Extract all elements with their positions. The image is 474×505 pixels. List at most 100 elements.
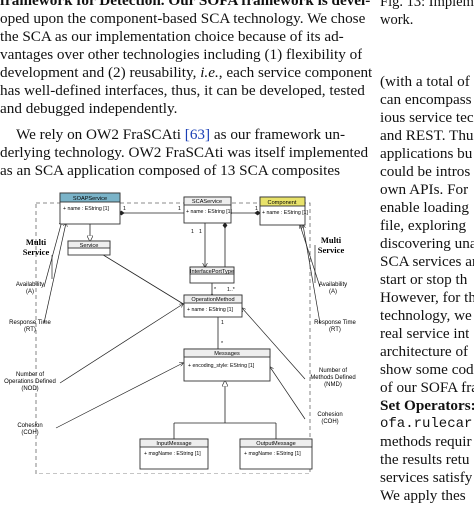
- text-line-8: We rely on OW2 FraSCAti [63] as our fram…: [16, 126, 346, 143]
- text-line-4: vantages over other technologies includi…: [0, 46, 363, 63]
- operationmethod-attr: + name : EString [1]: [187, 307, 234, 313]
- diagram-frame: [35, 202, 311, 474]
- response-time-left-1: Response Time: [9, 320, 51, 326]
- cohesion-right-1: Cohesion: [317, 412, 342, 418]
- text-line-2: oped upon the component-based SCA techno…: [0, 10, 366, 27]
- left-metric-arrows: [43, 221, 183, 429]
- cohesion-right-2: (COH): [321, 419, 338, 425]
- right-line-11: SCA services an: [380, 253, 474, 270]
- right-line-20: ofa.rulecar: [380, 416, 473, 432]
- text-line-6: has well-defined interfaces, thus, it ca…: [0, 82, 365, 99]
- right-line-2: can encompass: [380, 91, 472, 108]
- mult-3: 1: [255, 206, 258, 212]
- availability-left-1: Availability: [16, 282, 44, 288]
- mult-9: 1: [191, 229, 194, 235]
- right-line-21: methods requir: [380, 433, 472, 450]
- text-line-10: as an SCA application composed of 13 SCA…: [0, 162, 341, 179]
- availability-right-1: Availability: [319, 282, 347, 288]
- messages-name: Messages: [214, 351, 240, 357]
- text-line-5: development and (2) reusability, i.e., e…: [0, 64, 373, 81]
- multi-service-left-2: Service: [23, 247, 50, 257]
- multiplicity-labels: 1 1 1 1 1..* * 1 * 1: [123, 206, 258, 347]
- citation-link[interactable]: [63]: [184, 126, 211, 143]
- soapservice-header: [59, 192, 121, 203]
- class-service: Service: [67, 240, 111, 256]
- right-line-1: (with a total of: [380, 73, 470, 90]
- uml-diagram: SOAPService + name : EString [1] SCAServ…: [4, 192, 357, 474]
- mult-7: 1: [221, 320, 224, 326]
- mult-2: 1: [178, 206, 181, 212]
- right-line-14: technology, we: [380, 307, 472, 324]
- figure-caption-line-1: Fig. 13: Impleme: [380, 0, 474, 10]
- response-time-left-2: (RT): [24, 327, 36, 333]
- nmd-right-2: Methods Defined: [310, 375, 355, 381]
- class-scaservice: SCAService + name : EString [1]: [183, 196, 233, 224]
- right-line-18: of our SOFA fra: [380, 379, 474, 396]
- scaservice-attr: + name : EString [1]: [186, 209, 233, 215]
- right-line-22: the results retu: [380, 451, 470, 468]
- multi-service-left-1: Multi: [26, 237, 47, 247]
- inputmessage-attr: + msgName : EString [1]: [144, 451, 201, 457]
- right-line-19: Set Operators:: [380, 397, 474, 414]
- mult-5: 1..*: [227, 287, 235, 293]
- right-line-8: enable loading: [380, 199, 469, 216]
- multi-service-right-2: Service: [318, 245, 345, 255]
- availability-right-2: (A): [329, 289, 337, 295]
- right-line-6: could be intros: [380, 163, 471, 180]
- component-header: [259, 196, 306, 207]
- response-time-right-1: Response Time: [314, 320, 356, 326]
- right-line-9: file, exploring: [380, 217, 467, 234]
- nod-left-2: Operations Defined: [4, 379, 56, 385]
- scaservice-name: SCAService: [192, 199, 222, 205]
- availability-left-2: (A): [26, 289, 34, 295]
- outputmessage-name: OutputMessage: [256, 441, 296, 447]
- text-line-7: and debugged independently.: [0, 100, 178, 117]
- right-metric-arrows: [242, 225, 321, 420]
- component-name: Component: [268, 200, 297, 206]
- class-soapservice: SOAPService + name : EString [1]: [59, 192, 121, 225]
- right-line-13: However, for th: [380, 289, 474, 306]
- class-interfaceporttype: InterfacePortType: [189, 266, 235, 284]
- class-outputmessage: OutputMessage + msgName : EString [1]: [239, 438, 313, 470]
- component-attr: + name : EString [1]: [262, 210, 309, 216]
- nod-left-3: (NOD): [21, 386, 38, 392]
- uml-connectors: [90, 210, 277, 439]
- class-operationmethod: OperationMethod + name : EString [1]: [183, 294, 243, 318]
- nod-left-1: Number of: [16, 372, 44, 378]
- operationmethod-name: OperationMethod: [191, 297, 234, 303]
- right-line-24: We apply thes: [380, 487, 466, 504]
- right-line-7: own APIs. For: [380, 181, 469, 198]
- right-line-5: applications bu: [380, 145, 473, 162]
- right-line-16: architecture of: [380, 343, 469, 360]
- text-line-9: derlying technology. OW2 FraSCAti was it…: [0, 144, 369, 161]
- right-line-17: show some cod: [380, 361, 474, 378]
- outputmessage-attr: + msgName : EString [1]: [244, 451, 301, 457]
- right-line-3: ious service tec: [380, 109, 474, 126]
- mult-8: *: [221, 341, 223, 347]
- class-messages: Messages + encoding_style: EString [1]: [183, 348, 271, 382]
- class-inputmessage: InputMessage + msgName : EString [1]: [139, 438, 209, 470]
- cohesion-left-1: Cohesion: [17, 423, 42, 429]
- cohesion-left-2: (COH): [21, 430, 38, 436]
- nmd-right-1: Number of: [319, 368, 347, 374]
- right-line-10: discovering una: [380, 235, 474, 252]
- inputmessage-name: InputMessage: [156, 441, 191, 447]
- figure-caption-line-2: work.: [380, 12, 414, 28]
- multi-service-right-1: Multi: [321, 235, 342, 245]
- mult-6: *: [214, 287, 216, 293]
- interfaceporttype-name: InterfacePortType: [190, 269, 234, 275]
- text-line-3: the SCA as our implementation choice bec…: [0, 28, 344, 45]
- mult-4: 1: [199, 229, 202, 235]
- messages-attr: + encoding_style: EString [1]: [188, 363, 255, 369]
- right-line-23: services satisfy: [380, 469, 473, 486]
- text-line-1: framework for Detection. Our SOFA framew…: [0, 0, 371, 9]
- nmd-right-3: (NMD): [324, 382, 342, 388]
- right-line-4: and REST. Thu: [380, 127, 474, 144]
- response-time-right-2: (RT): [329, 327, 341, 333]
- service-name: Service: [80, 243, 99, 249]
- mult-1: 1: [123, 206, 126, 212]
- soapservice-attr: + name : EString [1]: [63, 206, 110, 212]
- right-line-15: real service int: [380, 325, 470, 342]
- soapservice-name: SOAPService: [73, 196, 107, 202]
- class-component: Component + name : EString [1]: [259, 196, 309, 226]
